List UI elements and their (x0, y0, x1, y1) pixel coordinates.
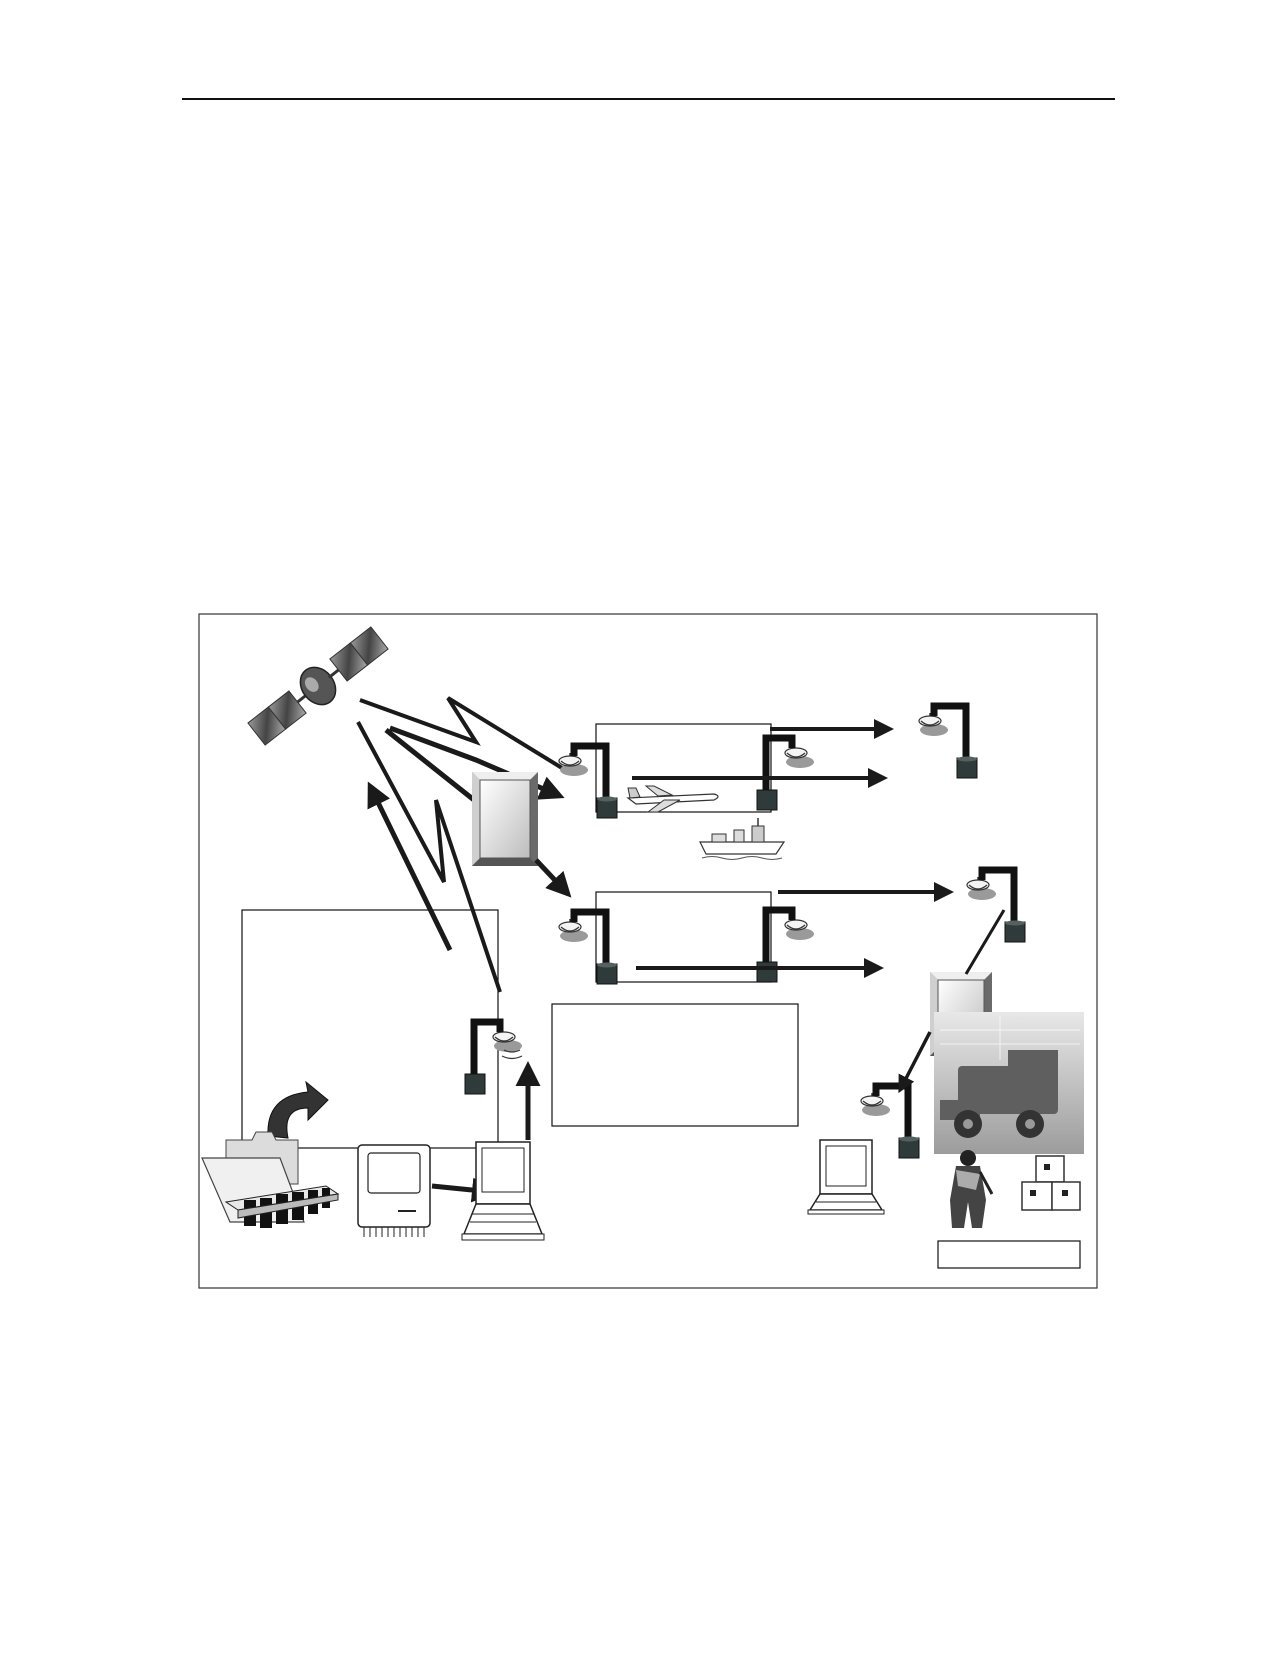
laptop-icon (461, 1141, 545, 1241)
lower-node-box (595, 891, 772, 983)
desktop-computer-icon (357, 1144, 431, 1237)
satellite-icon (247, 626, 389, 746)
military-vehicle-photo (934, 1012, 1084, 1154)
relay-to-dish-arrow (898, 1031, 932, 1094)
curved-arrow-icon (267, 1080, 329, 1139)
center-caption-box (551, 1003, 799, 1127)
laptop-icon (807, 1139, 885, 1215)
relay-to-lower-node-arrow (534, 858, 572, 898)
satellite-link-to-relay (384, 728, 476, 802)
dish-to-relay-link (964, 909, 1006, 975)
satellite-dish-icon (559, 746, 617, 818)
satellite-link-zigzag-upper (359, 696, 564, 770)
figure-frame (198, 613, 1098, 1289)
upper-node-box (595, 723, 772, 813)
data-blocks-icon (224, 1185, 340, 1228)
satellite-link-zigzag-down (356, 721, 502, 993)
uplink-arrow (367, 781, 453, 952)
satellite-dish-icon (967, 870, 1025, 942)
supply-crates-icon (1021, 1155, 1081, 1211)
signal-wave-icon (501, 1049, 523, 1060)
bottom-right-label-box (937, 1240, 1081, 1269)
satellite-dish-icon (757, 738, 814, 810)
ship-icon (699, 818, 786, 860)
relay-station-icon (472, 772, 538, 866)
satellite-dish-icon (919, 706, 977, 778)
airplane-icon (626, 785, 719, 813)
satellite-dish-icon (559, 912, 617, 984)
soldier-icon (950, 1150, 994, 1228)
satellite-dish-icon (757, 910, 814, 982)
